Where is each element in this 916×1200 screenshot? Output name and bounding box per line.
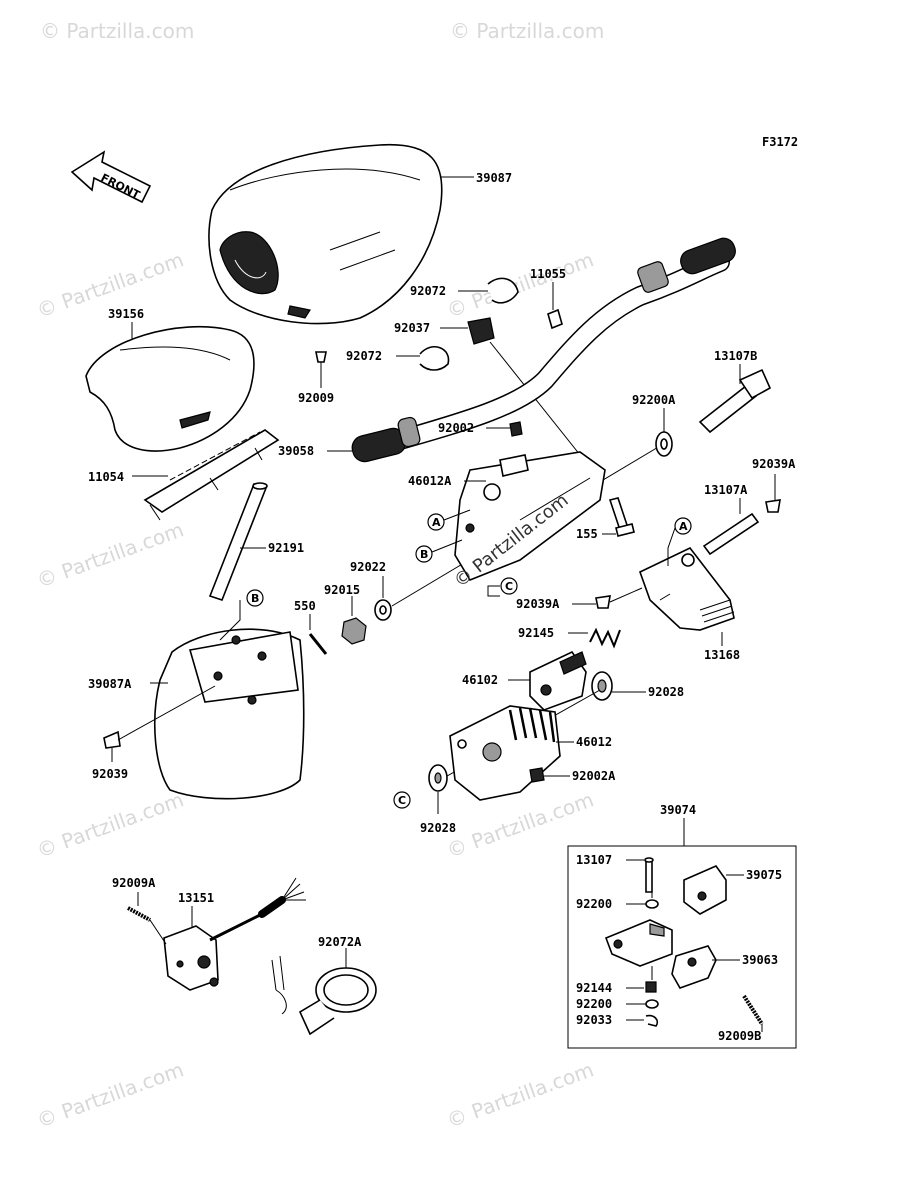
- part-label: 92200A: [632, 393, 676, 407]
- watermark: © Partzilla.com: [444, 787, 597, 862]
- part-label: 92009B: [718, 1029, 761, 1043]
- watermark: © Partzilla.com: [444, 247, 597, 322]
- part-label: 39074: [660, 803, 696, 817]
- part-label: 13151: [178, 891, 214, 905]
- part-label: 39087: [476, 171, 512, 185]
- part-46102: [529, 650, 587, 711]
- clamp-92072A: [271, 955, 377, 1036]
- holder-lower-46012: [449, 705, 561, 801]
- part-label: 92191: [268, 541, 304, 555]
- ref-marker-a2: A: [679, 520, 688, 533]
- part-label: 13107B: [714, 349, 757, 363]
- watermark: © Partzilla.com: [34, 1057, 187, 1132]
- part-label: 11055: [530, 267, 566, 281]
- part-label: 92002: [438, 421, 474, 435]
- switch-13151: [163, 877, 306, 991]
- part-label: 92072: [410, 284, 446, 298]
- ref-marker-c2: C: [398, 794, 406, 807]
- part-label: 92039: [92, 767, 128, 781]
- part-label: 155: [576, 527, 598, 541]
- part-label: 92145: [518, 626, 554, 640]
- part-label: 39156: [108, 307, 144, 321]
- part-label: 92072: [346, 349, 382, 363]
- handlebar-cover-39087: [208, 143, 443, 325]
- pad-39156: [85, 325, 255, 452]
- part-label: 92033: [576, 1013, 612, 1027]
- part-label: 92015: [324, 583, 360, 597]
- watermark: © Partzilla.com: [34, 517, 187, 592]
- part-label: 92200: [576, 897, 612, 911]
- watermark: © Partzilla.com: [450, 19, 604, 43]
- part-label: 39087A: [88, 677, 132, 691]
- kit-39074: 39074 13107 39075 92200 39063 92144 9220…: [567, 803, 797, 1049]
- part-label: 13107A: [704, 483, 748, 497]
- part-label: 92039A: [752, 457, 796, 471]
- front-arrow: FRONT: [70, 150, 152, 204]
- part-label: 39058: [278, 444, 314, 458]
- part-label: 92002A: [572, 769, 616, 783]
- part-label: 11054: [88, 470, 124, 484]
- lower-cover-39087A: [154, 628, 305, 800]
- ref-marker-b2: B: [420, 548, 428, 561]
- bracket-11054: [143, 429, 280, 521]
- part-label: 92037: [394, 321, 430, 335]
- watermark: © Partzilla.com: [40, 19, 194, 43]
- part-label: 39063: [742, 953, 778, 967]
- part-label: 13168: [704, 648, 740, 662]
- part-label: 39075: [746, 868, 782, 882]
- part-label: 92028: [420, 821, 456, 835]
- watermark: © Partzilla.com: [34, 787, 187, 862]
- part-label: 46012: [576, 735, 612, 749]
- watermark: © Partzilla.com: [444, 1057, 597, 1132]
- part-label: 92009: [298, 391, 334, 405]
- part-label: 92022: [350, 560, 386, 574]
- part-label: 46012A: [408, 474, 452, 488]
- part-label: 92039A: [516, 597, 560, 611]
- ref-marker-b: B: [251, 592, 259, 605]
- ref-marker-c: C: [505, 580, 513, 593]
- part-label: 92009A: [112, 876, 156, 890]
- lever-13168: [639, 546, 735, 631]
- part-label: 550: [294, 599, 316, 613]
- part-label: 46102: [462, 673, 498, 687]
- handlebar-39058: [351, 237, 736, 463]
- ref-marker-a: A: [432, 516, 441, 529]
- holder-upper-46012A: [454, 451, 606, 581]
- figure-code: F3172: [762, 135, 798, 149]
- part-label: 92028: [648, 685, 684, 699]
- part-label: 92072A: [318, 935, 362, 949]
- part-label: 92200: [576, 997, 612, 1011]
- part-label: 92144: [576, 981, 612, 995]
- part-label: 13107: [576, 853, 612, 867]
